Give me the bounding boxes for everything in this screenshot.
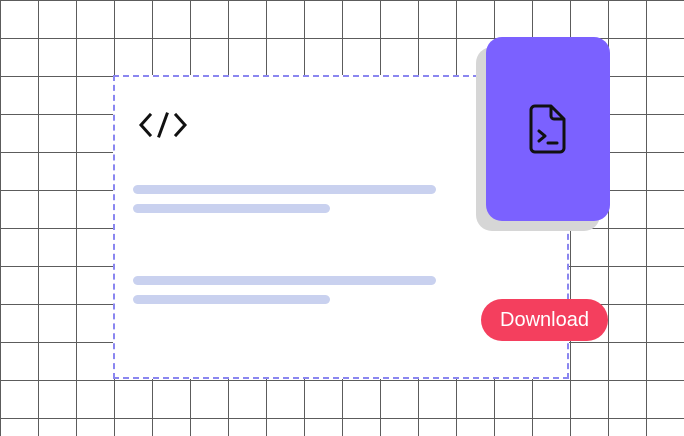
code-brackets-icon <box>138 112 188 138</box>
terminal-file-icon <box>529 104 566 154</box>
code-line-placeholder <box>133 295 330 304</box>
download-button[interactable]: Download <box>481 299 608 341</box>
script-file-card[interactable] <box>486 37 610 221</box>
code-line-placeholder <box>133 185 436 194</box>
code-line-placeholder <box>133 276 436 285</box>
code-line-placeholder <box>133 204 330 213</box>
